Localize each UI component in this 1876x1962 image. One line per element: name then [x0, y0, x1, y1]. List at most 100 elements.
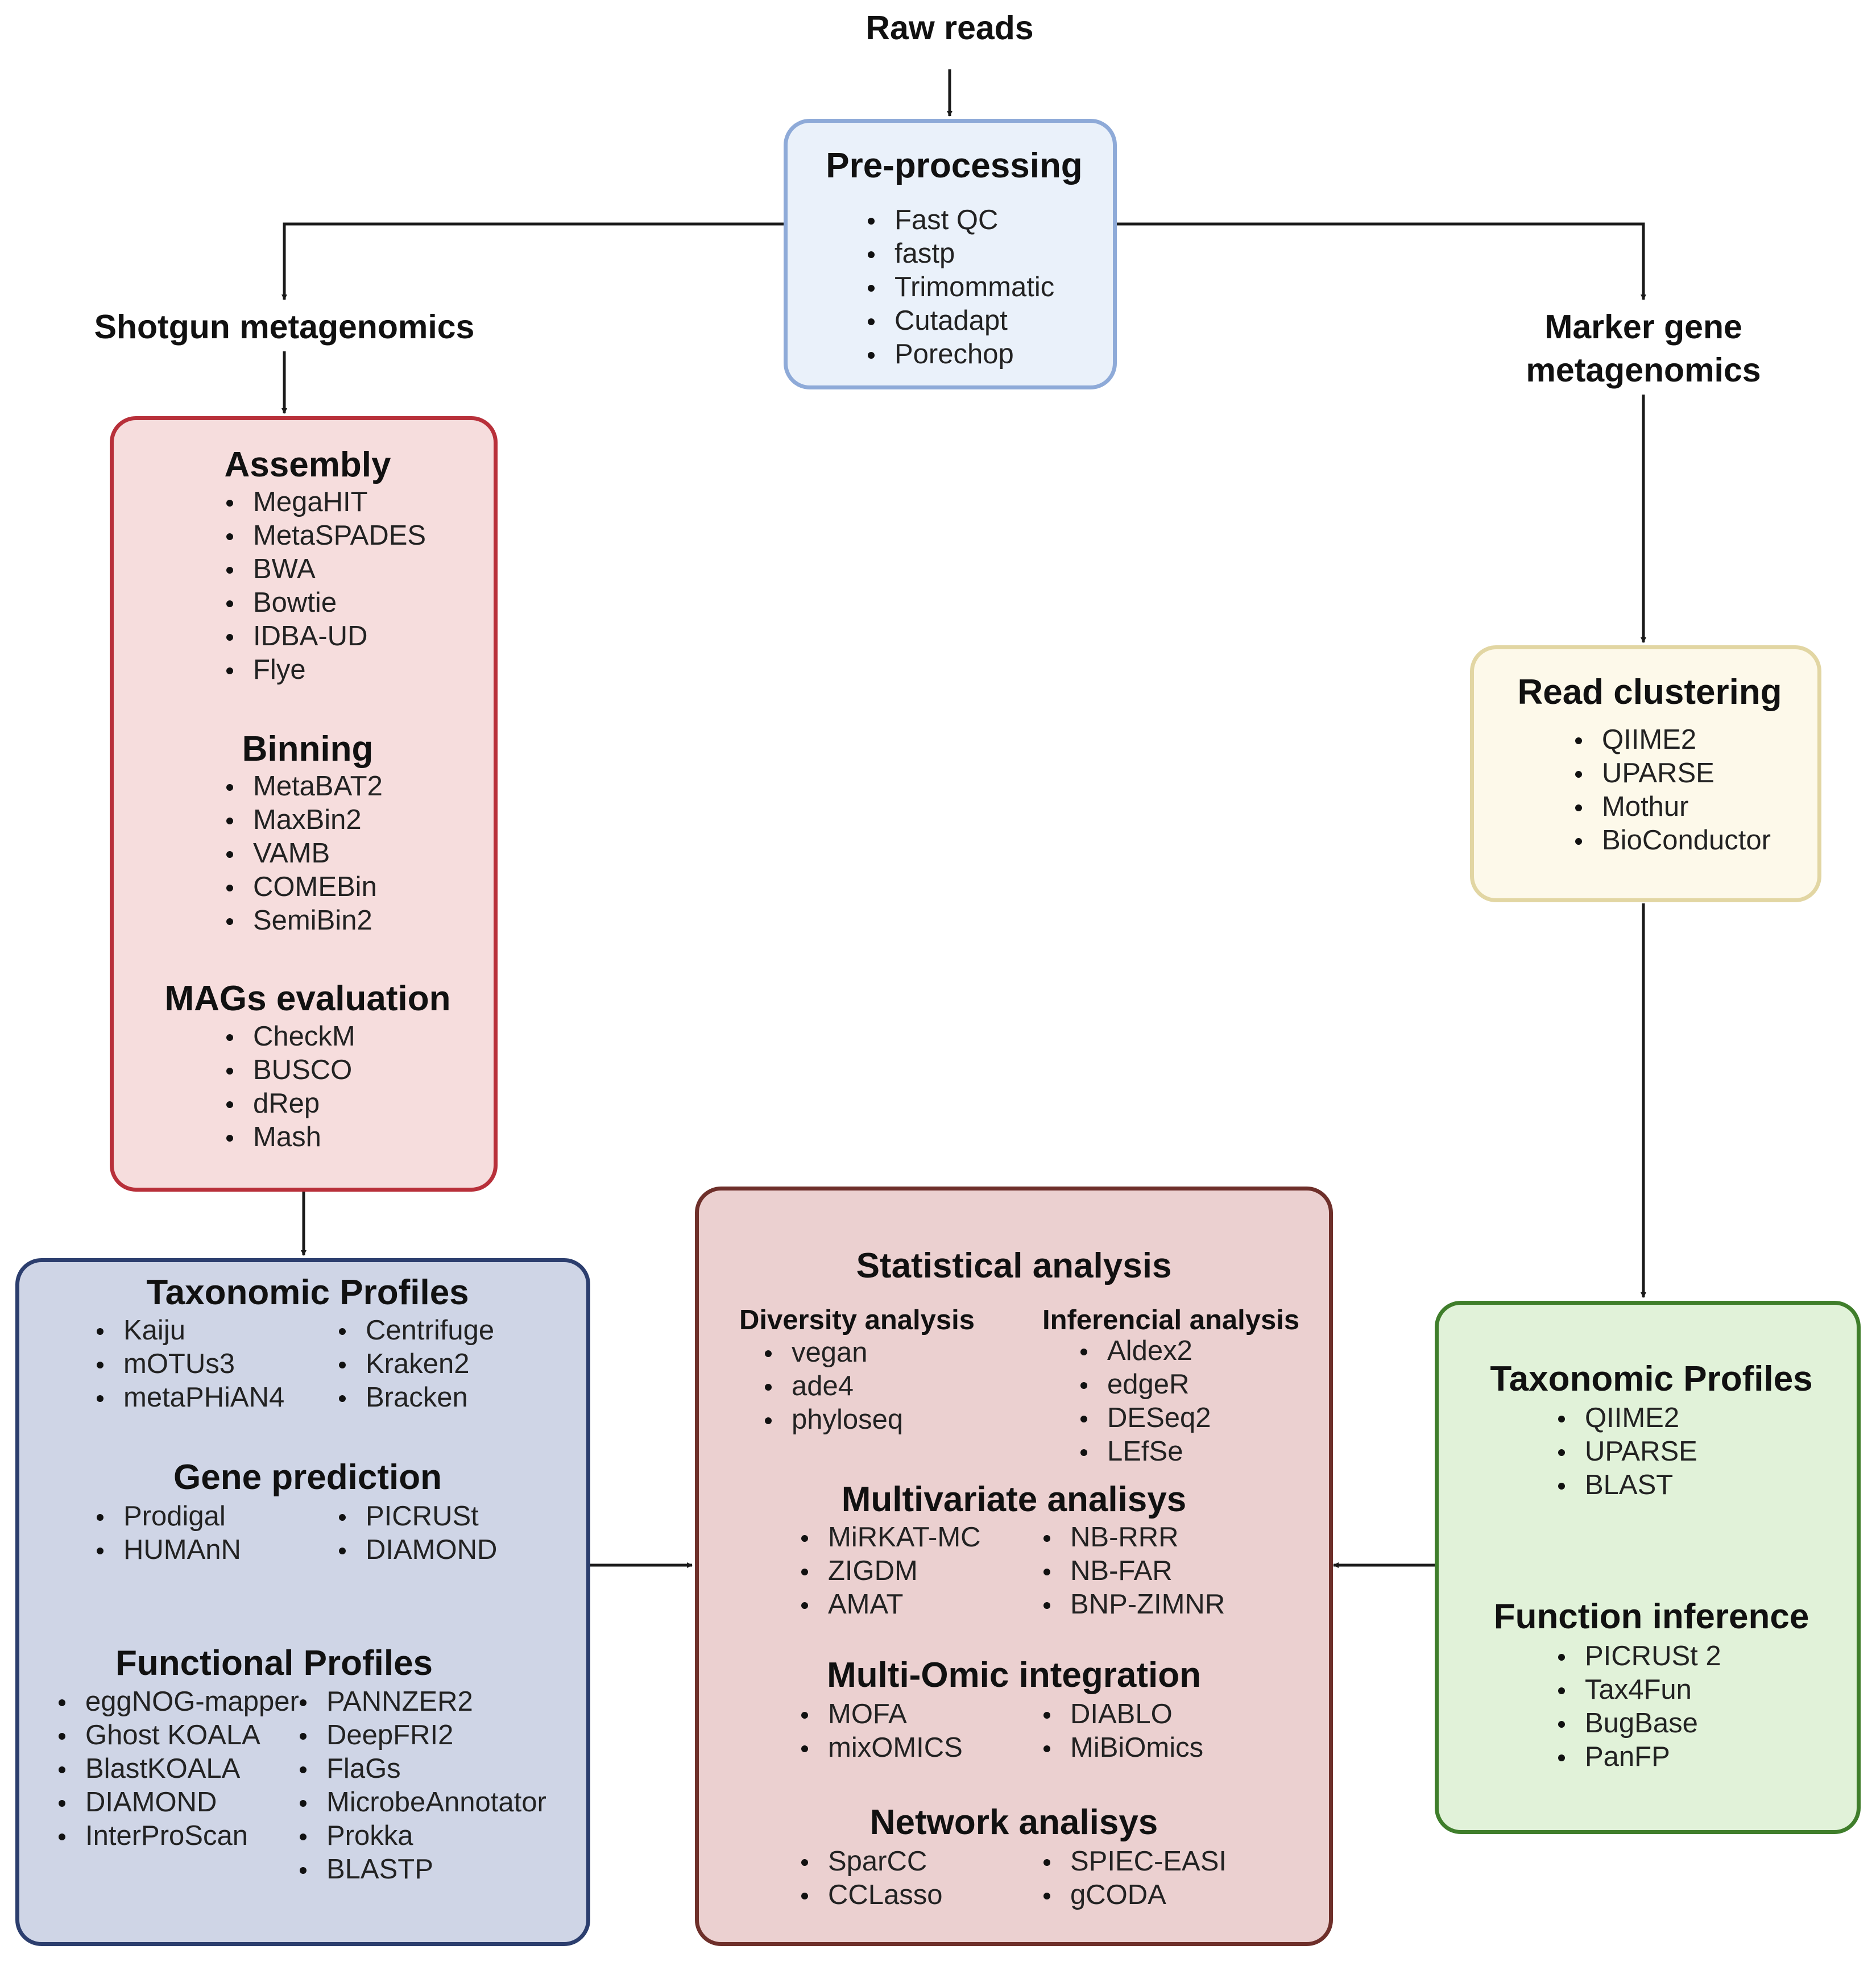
list-item: fastp [863, 237, 1054, 271]
list-item: BugBase [1554, 1707, 1721, 1740]
list-item: BLASTP [295, 1853, 546, 1886]
list-item: BlastKOALA [54, 1752, 299, 1786]
gene-prediction-col2: PICRUSt DIAMOND [334, 1500, 497, 1567]
list-item: ZIGDM [797, 1554, 981, 1588]
list-item: PANNZER2 [295, 1685, 546, 1719]
list-item: SparCC [797, 1845, 943, 1878]
network-col1: SparCC CCLasso [797, 1845, 943, 1912]
list-item: MetaBAT2 [222, 770, 383, 803]
list-item: gCODA [1039, 1878, 1227, 1912]
list-item: edgeR [1076, 1368, 1211, 1401]
list-item: DESeq2 [1076, 1401, 1211, 1435]
list-item: eggNOG-mapper [54, 1685, 299, 1719]
list-item: MicrobeAnnotator [295, 1786, 546, 1819]
arrow-preprocessing-to-marker [1116, 222, 1646, 300]
taxonomic-profiles-title: Taxonomic Profiles [146, 1273, 469, 1312]
binning-list: MetaBAT2 MaxBin2 VAMB COMEBin SemiBin2 [222, 770, 383, 938]
list-item: FlaGs [295, 1752, 546, 1786]
list-item: UPARSE [1554, 1435, 1697, 1469]
diversity-analysis-list: vegan ade4 phyloseq [760, 1336, 903, 1437]
list-item: HUMAnN [92, 1533, 241, 1567]
list-item: IDBA-UD [222, 620, 426, 653]
marker-profiles-box: Taxonomic Profiles QIIME2 UPARSE BLAST F… [1435, 1301, 1861, 1834]
list-item: NB-FAR [1039, 1554, 1225, 1588]
list-item: Ghost KOALA [54, 1719, 299, 1752]
list-item: MaxBin2 [222, 803, 383, 837]
list-item: Bracken [334, 1381, 494, 1415]
list-item: BWA [222, 553, 426, 586]
multivariate-col2: NB-RRR NB-FAR BNP-ZIMNR [1039, 1521, 1225, 1621]
list-item: BLAST [1554, 1469, 1697, 1502]
inferencial-analysis-list: Aldex2 edgeR DESeq2 LEfSe [1076, 1334, 1211, 1469]
marker-taxonomic-profiles-list: QIIME2 UPARSE BLAST [1554, 1401, 1697, 1502]
list-item: PanFP [1554, 1740, 1721, 1774]
marker-gene-metagenomics-label: Marker gene metagenomics [1444, 306, 1842, 392]
taxonomic-profiles-col2: Centrifuge Kraken2 Bracken [334, 1314, 494, 1415]
list-item: DIABLO [1039, 1698, 1203, 1731]
list-item: mixOMICS [797, 1731, 963, 1765]
list-item: Fast QC [863, 204, 1054, 237]
list-item: MiBiOmics [1039, 1731, 1203, 1765]
read-clustering-title: Read clustering [1517, 673, 1782, 712]
read-clustering-box: Read clustering QIIME2 UPARSE Mothur Bio… [1470, 645, 1821, 902]
multiomic-col2: DIABLO MiBiOmics [1039, 1698, 1203, 1765]
binning-title: Binning [242, 729, 374, 769]
list-item: AMAT [797, 1588, 981, 1621]
list-item: Centrifuge [334, 1314, 494, 1347]
multiomic-col1: MOFA mixOMICS [797, 1698, 963, 1765]
multivariate-col1: MiRKAT-MC ZIGDM AMAT [797, 1521, 981, 1621]
list-item: CCLasso [797, 1878, 943, 1912]
list-item: Aldex2 [1076, 1334, 1211, 1368]
inferencial-analysis-title: Inferencial analysis [1042, 1305, 1300, 1335]
shotgun-profiles-box: Taxonomic Profiles Kaiju mOTUs3 metaPHiA… [15, 1258, 590, 1946]
list-item: DeepFRI2 [295, 1719, 546, 1752]
marker-label-line1: Marker gene [1544, 308, 1742, 346]
gene-prediction-title: Gene prediction [173, 1458, 442, 1497]
network-col2: SPIEC-EASI gCODA [1039, 1845, 1227, 1912]
list-item: SemiBin2 [222, 904, 383, 938]
assembly-title: Assembly [224, 445, 391, 484]
list-item: metaPHiAN4 [92, 1381, 284, 1415]
preprocessing-box: Pre-processing Fast QC fastp Trimommatic… [784, 119, 1117, 389]
list-item: Kraken2 [334, 1347, 494, 1381]
list-item: Flye [222, 653, 426, 687]
list-item: phyloseq [760, 1403, 903, 1437]
taxonomic-profiles-col1: Kaiju mOTUs3 metaPHiAN4 [92, 1314, 284, 1415]
gene-prediction-col1: Prodigal HUMAnN [92, 1500, 241, 1567]
list-item: DIAMOND [334, 1533, 497, 1567]
list-item: mOTUs3 [92, 1347, 284, 1381]
list-item: MOFA [797, 1698, 963, 1731]
list-item: MiRKAT-MC [797, 1521, 981, 1554]
read-clustering-list: QIIME2 UPARSE Mothur BioConductor [1571, 723, 1771, 857]
list-item: PICRUSt 2 [1554, 1640, 1721, 1673]
list-item: Prokka [295, 1819, 546, 1853]
statistical-analysis-title: Statistical analysis [856, 1246, 1172, 1285]
list-item: Mothur [1571, 790, 1771, 824]
list-item: ade4 [760, 1370, 903, 1403]
list-item: BNP-ZIMNR [1039, 1588, 1225, 1621]
list-item: Cutadapt [863, 304, 1054, 338]
functional-profiles-col1: eggNOG-mapper Ghost KOALA BlastKOALA DIA… [54, 1685, 299, 1853]
preprocessing-title: Pre-processing [826, 146, 1083, 185]
assembly-list: MegaHIT MetaSPADES BWA Bowtie IDBA-UD Fl… [222, 486, 426, 687]
list-item: VAMB [222, 837, 383, 870]
preprocessing-list: Fast QC fastp Trimommatic Cutadapt Porec… [863, 204, 1054, 371]
list-item: QIIME2 [1571, 723, 1771, 757]
function-inference-list: PICRUSt 2 Tax4Fun BugBase PanFP [1554, 1640, 1721, 1774]
multiomic-integration-title: Multi-Omic integration [827, 1656, 1201, 1695]
list-item: vegan [760, 1336, 903, 1370]
list-item: QIIME2 [1554, 1401, 1697, 1435]
list-item: Tax4Fun [1554, 1673, 1721, 1707]
list-item: Bowtie [222, 586, 426, 620]
raw-reads-label: Raw reads [865, 9, 1034, 47]
list-item: CheckM [222, 1020, 355, 1053]
shotgun-metagenomics-label: Shotgun metagenomics [94, 308, 475, 346]
list-item: DIAMOND [54, 1786, 299, 1819]
list-item: LEfSe [1076, 1435, 1211, 1469]
arrow-preprocessing-to-shotgun [281, 222, 784, 300]
list-item: InterProScan [54, 1819, 299, 1853]
multivariate-analysis-title: Multivariate analisys [841, 1480, 1187, 1519]
diversity-analysis-title: Diversity analysis [739, 1305, 975, 1335]
list-item: UPARSE [1571, 757, 1771, 790]
